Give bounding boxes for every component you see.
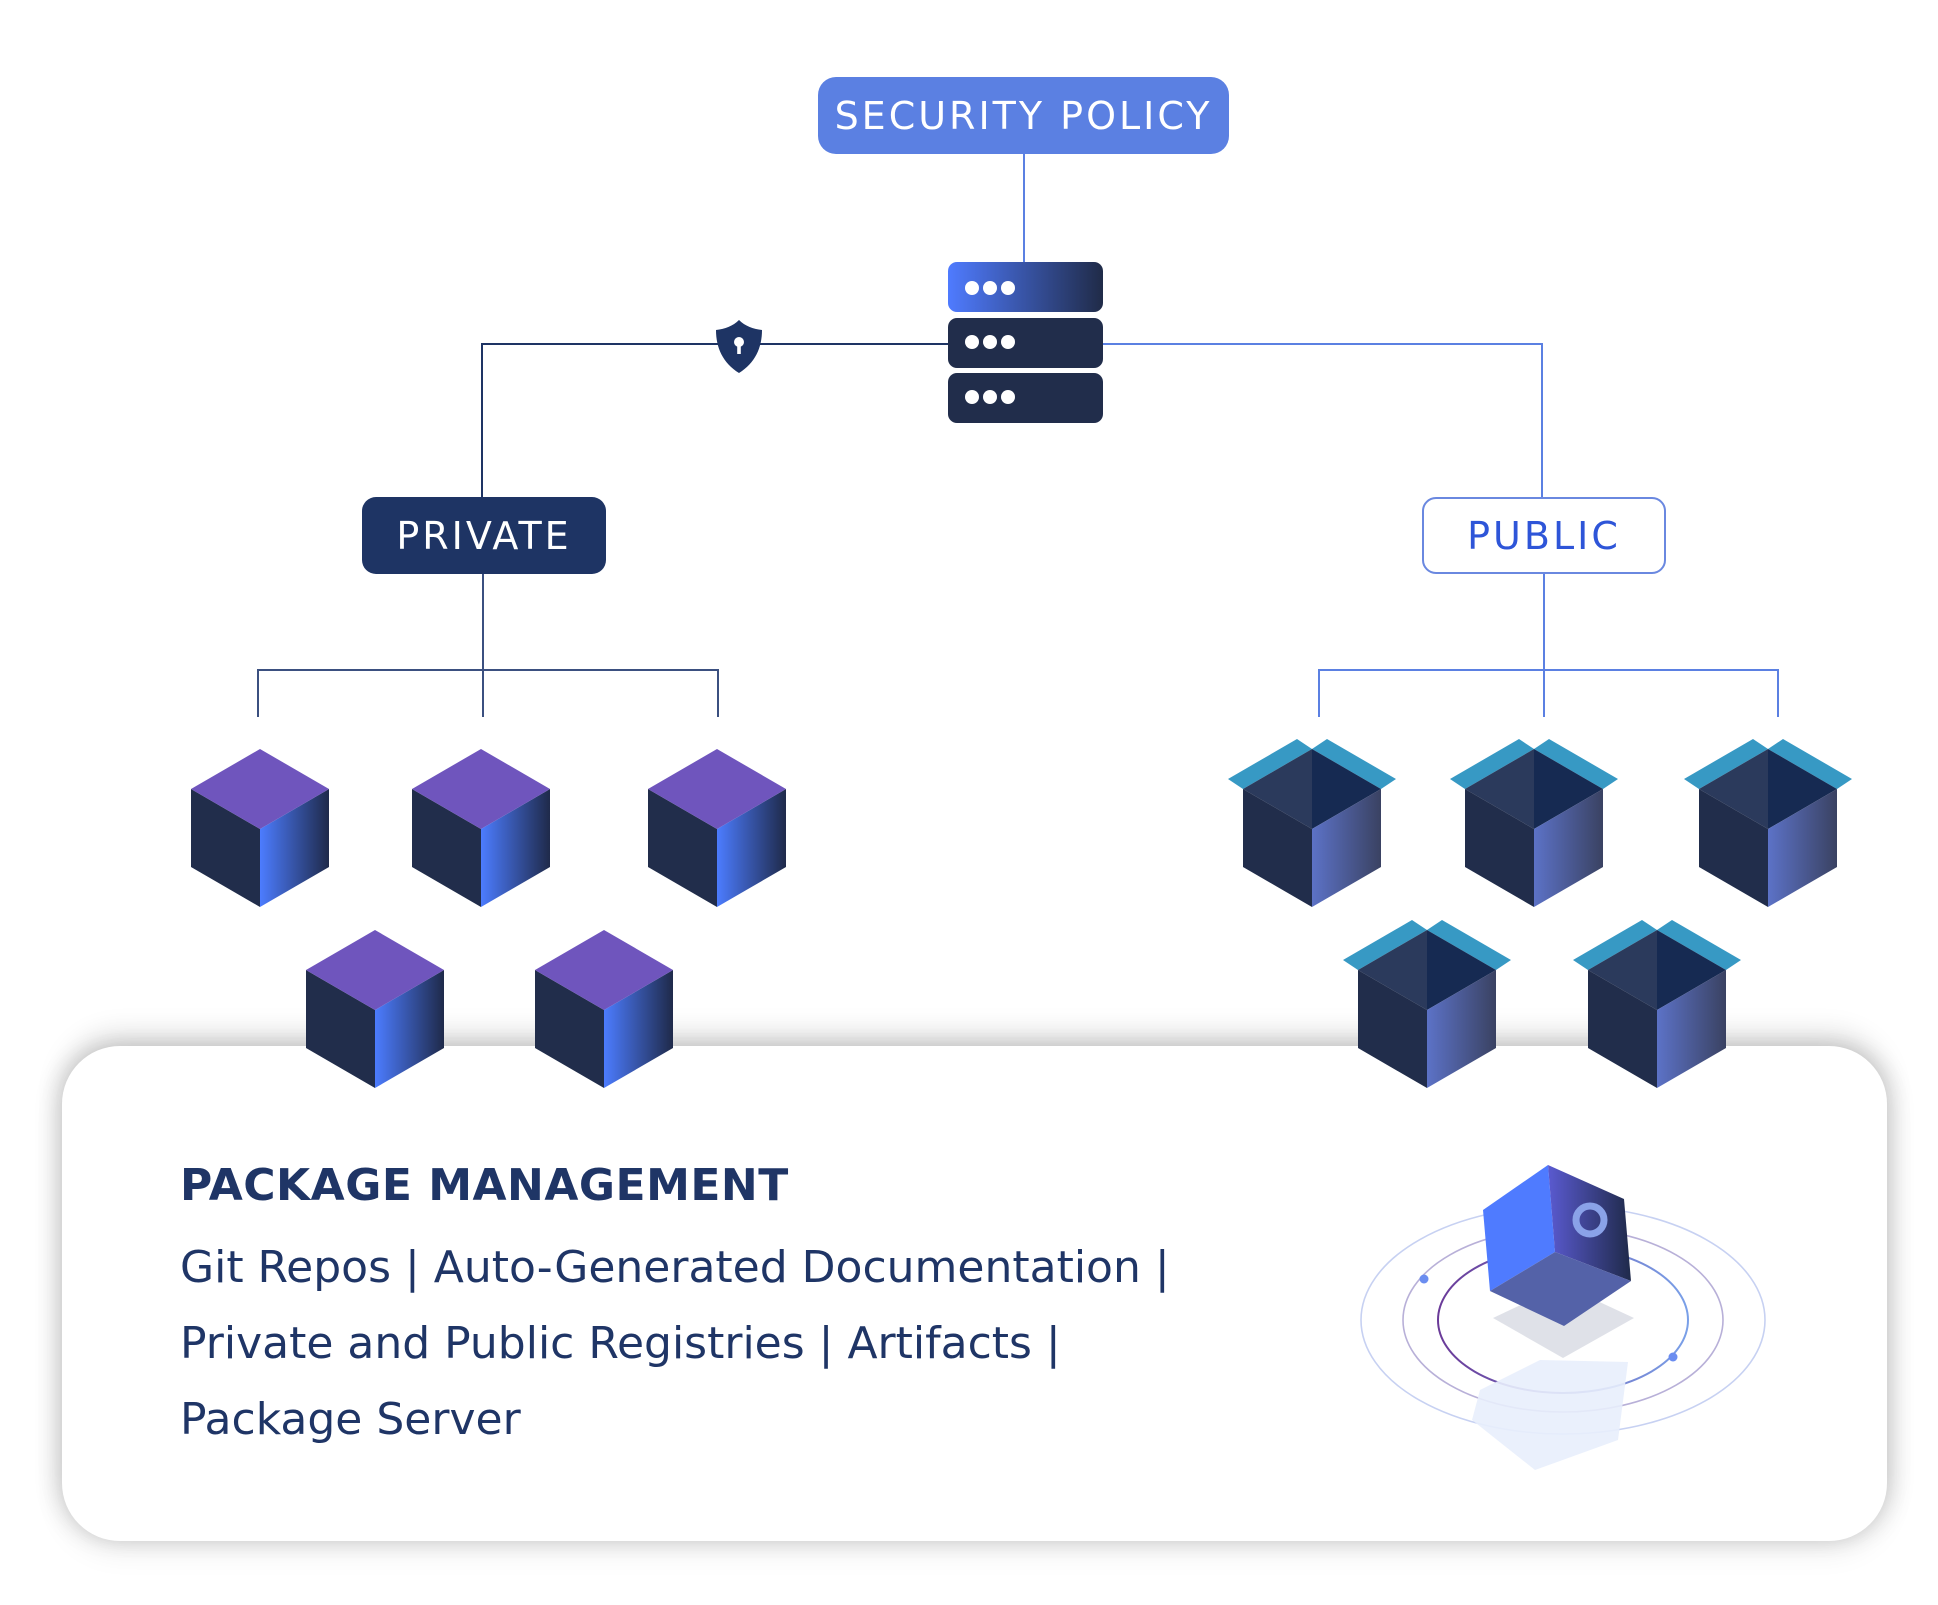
card-title: PACKAGE MANAGEMENT [180, 1160, 789, 1211]
security-policy-label: SECURITY POLICY [834, 93, 1213, 138]
private-connector [481, 343, 948, 497]
closed-package-cube-icon [535, 930, 673, 1088]
closed-package-cube-icon [412, 749, 550, 907]
closed-package-cube-icon [306, 930, 444, 1088]
closed-package-cube-icon [648, 749, 786, 907]
shield-lock-icon [716, 320, 762, 373]
card-line-3: Package Server [180, 1394, 521, 1445]
open-package-box-icon [1450, 739, 1618, 907]
card-line-1: Git Repos | Auto-Generated Documentation… [180, 1242, 1170, 1293]
open-package-box-icon [1684, 739, 1852, 907]
security-policy-node: SECURITY POLICY [818, 77, 1229, 154]
public-fork [1318, 669, 1779, 717]
private-fork [257, 669, 719, 717]
private-packages [191, 749, 786, 1088]
private-label: PRIVATE [396, 513, 572, 558]
server-stack-icon [948, 262, 1103, 423]
open-package-box-icon [1228, 739, 1396, 907]
public-connector [1103, 343, 1543, 497]
private-node: PRIVATE [362, 497, 606, 574]
card-line-2: Private and Public Registries | Artifact… [180, 1318, 1061, 1369]
public-label: PUBLIC [1467, 513, 1621, 558]
floating-package-vault-icon [1360, 1165, 1766, 1470]
public-packages [1228, 739, 1852, 1088]
public-node: PUBLIC [1422, 497, 1666, 574]
closed-package-cube-icon [191, 749, 329, 907]
connector-lines [257, 154, 1779, 717]
card-text: PACKAGE MANAGEMENT Git Repos | Auto-Gene… [180, 1160, 1170, 1458]
open-package-box-icon [1573, 920, 1741, 1088]
open-package-box-icon [1343, 920, 1511, 1088]
